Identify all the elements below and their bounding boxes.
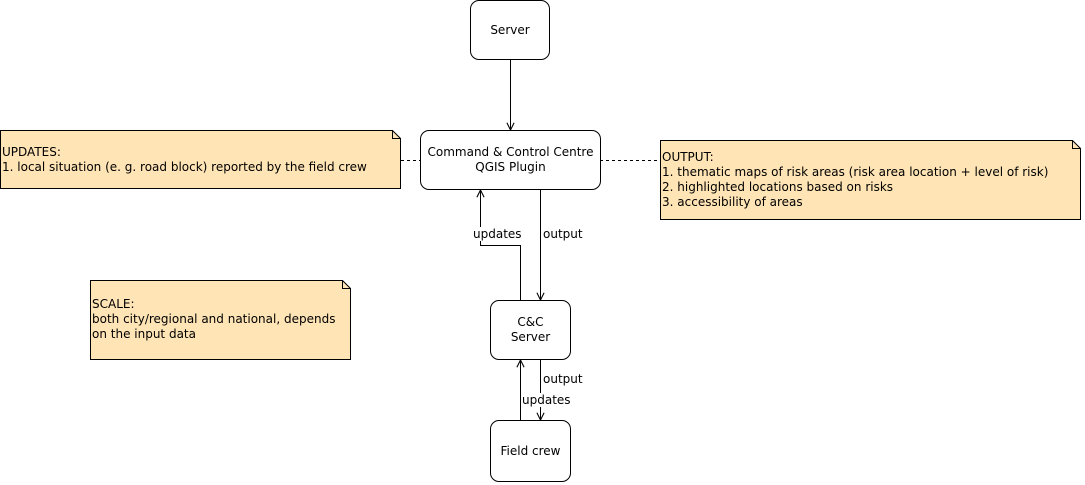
scale-note-line-3: on the input data	[92, 327, 196, 341]
edge-label-ccserver-updates: updates	[522, 393, 571, 407]
output-note: OUTPUT: 1. thematic maps of risk areas (…	[662, 150, 1048, 210]
updates-note: UPDATES: 1. local situation (e. g. road …	[2, 145, 367, 175]
scale-note: SCALE: both city/regional and national, …	[92, 297, 335, 342]
scale-note-line-2: both city/regional and national, depends	[92, 312, 336, 326]
output-note-shape	[660, 140, 1081, 220]
cc-server-node[interactable]: C&C Server	[490, 300, 571, 360]
edge-ccserver-to-ccc	[481, 190, 521, 300]
output-note-line-2: 1. thematic maps of risk areas (risk are…	[662, 165, 1049, 179]
output-note-line-3: 2. highlighted locations based on risks	[662, 180, 894, 194]
updates-note-shape	[0, 130, 401, 189]
cc-server-label-line-1: C&C	[517, 315, 544, 329]
scale-note-line-1: SCALE:	[92, 297, 135, 311]
output-note-line-1: OUTPUT:	[662, 150, 714, 164]
output-note-fold	[1072, 140, 1081, 149]
server-node-label: Server	[490, 22, 530, 37]
ccc-node-label-line-2: QGIS Plugin	[475, 160, 546, 174]
command-control-centre-node[interactable]: Command & Control Centre QGIS Plugin	[420, 130, 601, 190]
edge-label-ccc-output: output	[543, 227, 583, 241]
scale-note-fold	[342, 280, 351, 289]
field-crew-label: Field crew	[500, 443, 561, 458]
ccc-node-label-line-1: Command & Control Centre	[427, 145, 594, 159]
updates-note-fold	[392, 130, 401, 139]
field-crew-node[interactable]: Field crew	[490, 420, 571, 482]
edge-label-ccc-updates: updates	[473, 227, 522, 241]
updates-note-line-2: 1. local situation (e. g. road block) re…	[2, 160, 367, 174]
scale-note-shape	[90, 280, 351, 360]
cc-server-label-line-2: Server	[510, 330, 551, 344]
edge-label-ccserver-output: output	[543, 372, 583, 386]
updates-note-line-1: UPDATES:	[2, 145, 61, 159]
output-note-line-4: 3. accessibility of areas	[662, 195, 803, 209]
server-node[interactable]: Server	[470, 0, 550, 60]
